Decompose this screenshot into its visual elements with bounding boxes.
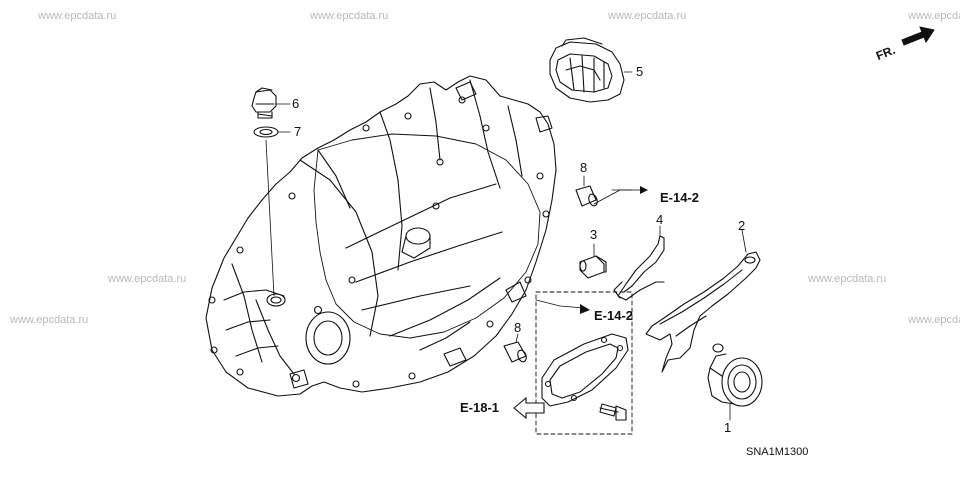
dowel-pin-part-8-upper	[575, 175, 598, 207]
callout-5: 5	[636, 64, 644, 79]
callout-8-upper: 8	[580, 160, 588, 175]
callout-3: 3	[590, 227, 598, 242]
watermark: www.epcdata.ru	[38, 10, 117, 22]
watermark: www.epcdata.ru	[908, 10, 960, 22]
cover-plate	[541, 333, 629, 407]
arrow-head-e142-mid	[580, 304, 590, 314]
watermark: www.epcdata.ru	[908, 314, 960, 326]
clutch-housing	[205, 75, 557, 397]
fork-part-2	[645, 229, 761, 373]
callout-8-lower: 8	[514, 320, 522, 335]
watermark: www.epcdata.ru	[808, 273, 887, 285]
switch-part-3	[579, 243, 607, 279]
arrow-hollow-e181	[513, 396, 545, 420]
callout-1: 1	[724, 420, 732, 435]
washer-part-7	[253, 126, 279, 138]
diagram-code: SNA1M1300	[746, 446, 809, 458]
watermark: www.epcdata.ru	[10, 314, 89, 326]
reference-e14-2-mid[interactable]: E-14-2	[594, 308, 634, 323]
boot-part-5	[549, 37, 625, 103]
cover-bolt	[599, 403, 627, 421]
callout-7: 7	[294, 124, 302, 139]
plug-part-6	[251, 87, 277, 119]
arrow-head-e142-top	[640, 186, 648, 194]
watermark: www.epcdata.ru	[108, 273, 187, 285]
reference-e18-1[interactable]: E-18-1	[460, 400, 500, 415]
watermark: www.epcdata.ru	[608, 10, 687, 22]
watermark: www.epcdata.ru	[310, 10, 389, 22]
callout-4: 4	[656, 212, 664, 227]
reference-e14-2-top[interactable]: E-14-2	[660, 190, 700, 205]
callout-6: 6	[292, 96, 300, 111]
dowel-pin-part-8-lower	[503, 333, 527, 363]
front-direction-arrow	[901, 26, 935, 46]
bearing-part-1	[707, 343, 763, 421]
spring-part-4	[613, 225, 665, 301]
callout-2: 2	[738, 218, 746, 233]
